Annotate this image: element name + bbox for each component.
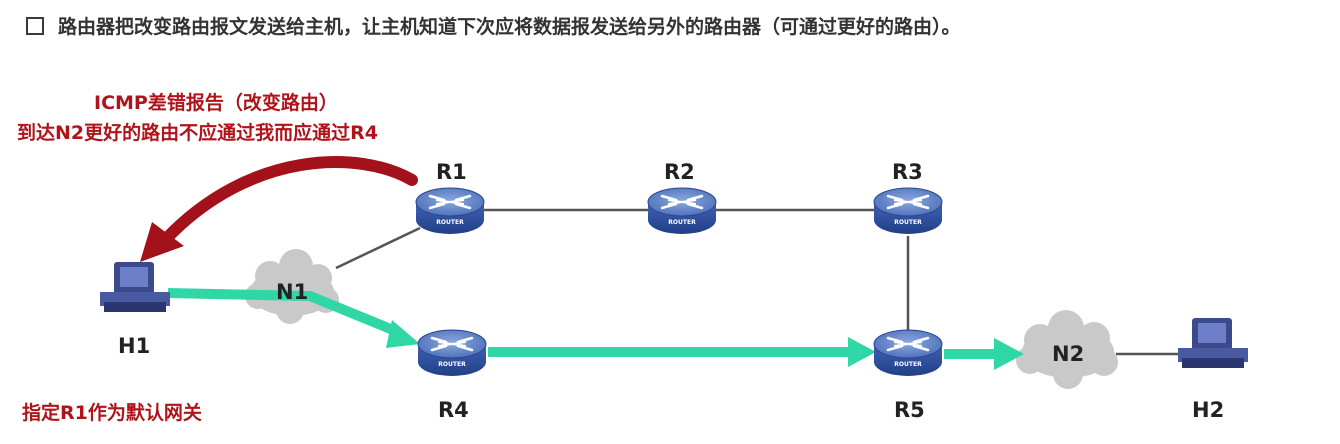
router-icon-r4: ROUTER bbox=[417, 329, 487, 376]
router-icon-r2: ROUTER bbox=[647, 187, 717, 234]
host-label-h1: H1 bbox=[118, 334, 151, 358]
checkbox-icon[interactable] bbox=[26, 16, 44, 35]
router-label-r4: R4 bbox=[438, 398, 469, 422]
icmp-note-line1: ICMP差错报告（改变路由） bbox=[94, 92, 338, 114]
router-label-r3: R3 bbox=[892, 160, 923, 184]
network-label-n2: N2 bbox=[1052, 342, 1085, 366]
host-label-h2: H2 bbox=[1192, 398, 1225, 422]
data-path bbox=[167, 288, 1024, 370]
gateway-note: 指定R1作为默认网关 bbox=[22, 402, 202, 424]
router-label-r1: R1 bbox=[436, 160, 467, 184]
svg-text:ROUTER: ROUTER bbox=[438, 361, 466, 368]
router-icon-r3: ROUTER bbox=[873, 187, 943, 234]
icmp-redirect-arrow bbox=[140, 156, 418, 262]
svg-text:ROUTER: ROUTER bbox=[894, 219, 922, 226]
svg-text:ROUTER: ROUTER bbox=[436, 219, 464, 226]
router-icon-r1: ROUTER bbox=[415, 187, 485, 234]
router-label-r5: R5 bbox=[894, 398, 925, 422]
link-n1-r1 bbox=[335, 226, 421, 270]
network-label-n1: N1 bbox=[276, 280, 309, 304]
header-text: 路由器把改变路由报文发送给主机，让主机知道下次应将数据报发送给另外的路由器（可通… bbox=[58, 16, 961, 38]
svg-text:ROUTER: ROUTER bbox=[894, 361, 922, 368]
network-cloud-n2 bbox=[1016, 310, 1118, 389]
host-h1-computer-icon bbox=[100, 262, 170, 312]
svg-text:ROUTER: ROUTER bbox=[668, 219, 696, 226]
router-label-r2: R2 bbox=[664, 160, 695, 184]
host-h2-computer-icon bbox=[1178, 318, 1248, 368]
header-row: 路由器把改变路由报文发送给主机，让主机知道下次应将数据报发送给另外的路由器（可通… bbox=[26, 12, 961, 39]
icmp-note-line2: 到达N2更好的路由不应通过我而应通过R4 bbox=[17, 122, 378, 144]
router-icon-r5: ROUTER bbox=[873, 329, 943, 376]
